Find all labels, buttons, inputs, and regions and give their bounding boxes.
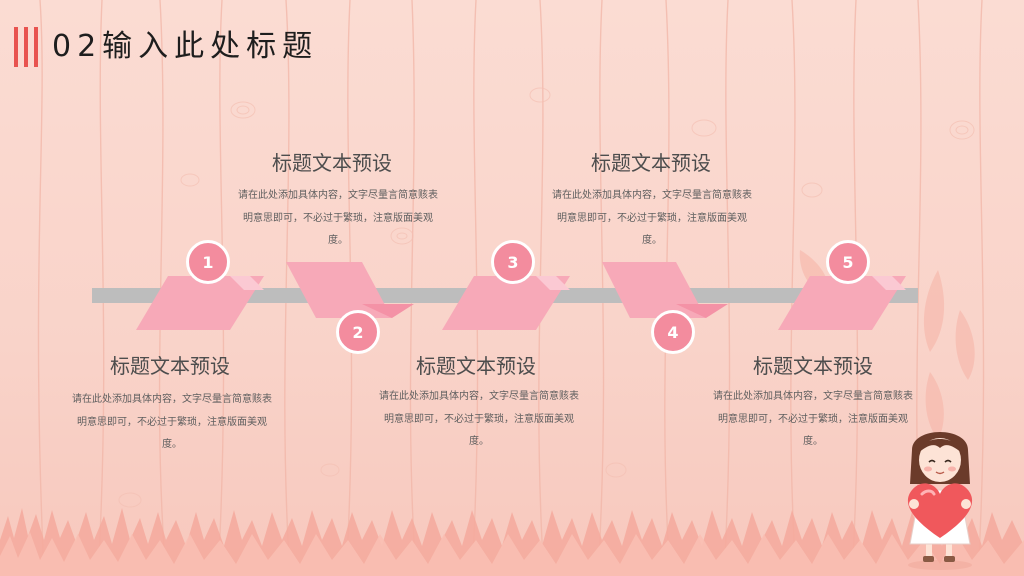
item-title-5-bottom: 标题文本预设 bbox=[753, 354, 873, 378]
title-accent-bars bbox=[14, 27, 40, 67]
ribbon-2 bbox=[286, 262, 414, 318]
item-desc-2-top: 请在此处添加具体内容，文字尽量言简意赅表明意思即可，不必过于繁琐，注意版面美观度… bbox=[238, 190, 438, 246]
step-badge-5: 5 bbox=[826, 240, 870, 284]
item-title-4-top: 标题文本预设 bbox=[591, 151, 711, 175]
item-desc-5-bottom: 请在此处添加具体内容，文字尽量言简意赅表明意思即可，不必过于繁琐，注意版面美观度… bbox=[713, 391, 913, 447]
step-badge-1: 1 bbox=[186, 240, 230, 284]
ribbon-1 bbox=[136, 276, 264, 330]
ribbon-4 bbox=[602, 262, 728, 318]
step-badge-2: 2 bbox=[336, 310, 380, 354]
item-desc-3-bottom: 请在此处添加具体内容，文字尽量言简意赅表明意思即可，不必过于繁琐，注意版面美观度… bbox=[379, 391, 579, 447]
step-badge-4: 4 bbox=[651, 310, 695, 354]
item-title-3-bottom: 标题文本预设 bbox=[416, 354, 536, 378]
step-badge-3: 3 bbox=[491, 240, 535, 284]
item-title-1-bottom: 标题文本预设 bbox=[110, 354, 230, 378]
ribbon-3 bbox=[442, 276, 570, 330]
girl-heart-illustration bbox=[907, 432, 973, 570]
item-title-2-top: 标题文本预设 bbox=[272, 151, 392, 175]
page-title: 02输入此处标题 bbox=[52, 29, 319, 64]
item-desc-4-top: 请在此处添加具体内容，文字尽量言简意赅表明意思即可，不必过于繁琐，注意版面美观度… bbox=[552, 190, 752, 246]
item-desc-1-bottom: 请在此处添加具体内容，文字尽量言简意赅表明意思即可，不必过于繁琐，注意版面美观度… bbox=[72, 394, 272, 450]
ribbon-5 bbox=[778, 276, 906, 330]
